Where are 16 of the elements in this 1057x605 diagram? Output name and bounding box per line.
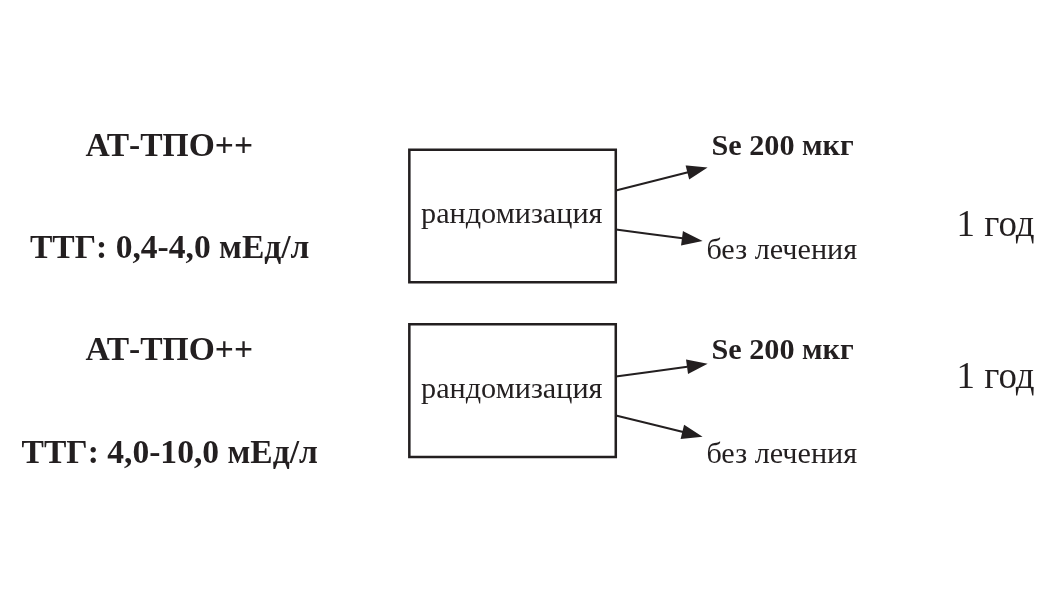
arrow: [615, 359, 708, 378]
label: АТ-ТПО++: [85, 330, 254, 368]
node-text: Se 200 мкг: [711, 332, 854, 367]
node-text: без лечения: [706, 231, 858, 266]
label: 1 год: [956, 355, 1035, 397]
arrow: [615, 165, 708, 192]
label: ТТГ: 4,0-10,0 мЕд/л: [21, 432, 318, 470]
node-box: рандомизация: [408, 323, 618, 459]
node-text: без лечения: [706, 436, 858, 471]
arrow: [615, 228, 703, 246]
label: 1 год: [956, 202, 1035, 244]
node-text: Se 200 мкг: [711, 127, 854, 162]
arrow: [615, 414, 703, 439]
label: ТТГ: 0,4-4,0 мЕд/л: [30, 228, 310, 266]
label: АТ-ТПО++: [85, 125, 254, 163]
node-box: рандомизация: [408, 148, 618, 284]
